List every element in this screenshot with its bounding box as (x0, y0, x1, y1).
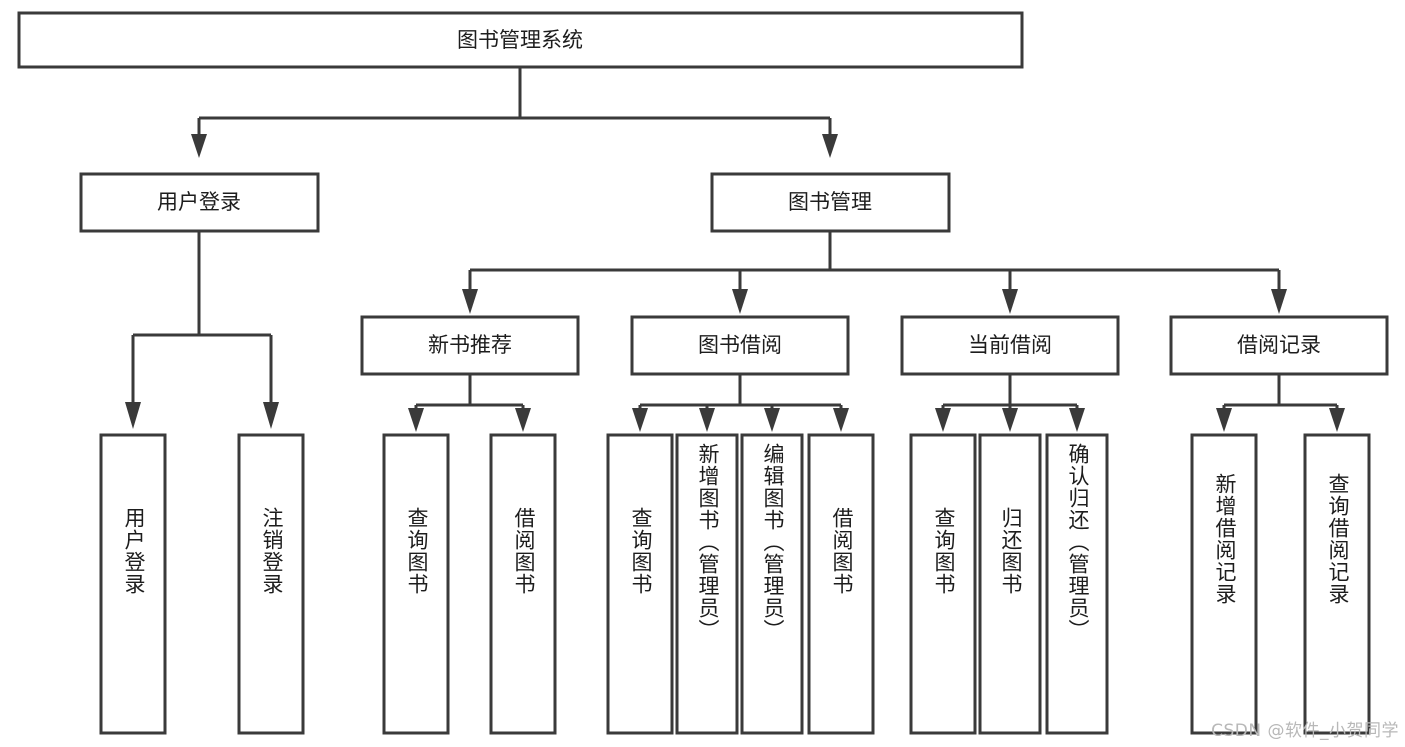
node-leaf-add-record-box[interactable] (1190, 433, 1258, 735)
arrowhead-current-l2 (1002, 408, 1018, 432)
node-book-management-label: 图书管理 (788, 190, 872, 214)
watermark-text: CSDN @软件_小贺同学 (1211, 721, 1399, 741)
node-borrow-record[interactable]: 借阅记录 (1169, 315, 1389, 376)
arrowhead-current-l3 (1069, 408, 1085, 432)
node-user-login-label: 用户登录 (157, 190, 241, 214)
node-leaf-borrow-book-bb-box[interactable] (807, 433, 875, 735)
node-new-book-recommend[interactable]: 新书推荐 (360, 315, 580, 376)
node-new-book-recommend-box[interactable] (360, 315, 580, 376)
connector-group-bookmgmt (462, 231, 1287, 314)
node-leaf-query-book-cb-box[interactable] (909, 433, 977, 735)
node-leaf-query-book-nb-box[interactable] (382, 433, 450, 735)
arrowhead-record-l2 (1329, 408, 1345, 432)
node-book-management-box[interactable] (710, 172, 951, 233)
node-leaf-query-book-bb-box[interactable] (606, 433, 674, 735)
node-book-management[interactable]: 图书管理 (710, 172, 951, 233)
node-current-borrow[interactable]: 当前借阅 (900, 315, 1120, 376)
arrowhead-newbook-l1 (408, 408, 424, 432)
node-leaf-logout-box[interactable] (237, 433, 305, 735)
node-book-borrow-label: 图书借阅 (698, 333, 782, 357)
connector-group-record (1216, 374, 1345, 432)
arrowhead-borrow-l1 (632, 408, 648, 432)
arrowhead-record-l1 (1216, 408, 1232, 432)
node-leaf-query-record-box[interactable] (1303, 433, 1371, 735)
node-root-system-box[interactable] (17, 11, 1024, 69)
node-leaf-add-book-box[interactable] (675, 433, 739, 735)
arrowhead-borrow-l4 (833, 408, 849, 432)
node-leaf-confirm-return-box[interactable] (1045, 433, 1109, 735)
arrowhead-bookmgmt-newbook (462, 289, 478, 314)
arrowhead-bookmgmt-record (1271, 289, 1287, 314)
node-leaf-edit-book-box[interactable] (740, 433, 804, 735)
arrowhead-root-to-login (191, 134, 207, 158)
connector-group-login (125, 231, 279, 429)
connector-group-borrow (632, 374, 849, 432)
arrowhead-login-leaf2 (263, 402, 279, 429)
arrowhead-borrow-l2 (699, 408, 715, 432)
arrowhead-newbook-l2 (515, 408, 531, 432)
node-leaf-user-login-box[interactable] (99, 433, 167, 735)
arrowhead-current-l1 (935, 408, 951, 432)
node-root-system[interactable]: 图书管理系统 (17, 11, 1024, 69)
node-user-login-box[interactable] (79, 172, 320, 233)
node-leaf-borrow-book-nb-box[interactable] (489, 433, 557, 735)
node-book-borrow-box[interactable] (630, 315, 850, 376)
node-borrow-record-label: 借阅记录 (1237, 333, 1321, 357)
node-current-borrow-label: 当前借阅 (968, 333, 1052, 357)
connector-group-current (935, 374, 1085, 432)
arrowhead-bookmgmt-current (1002, 289, 1018, 314)
node-current-borrow-box[interactable] (900, 315, 1120, 376)
node-leaf-return-book-box[interactable] (978, 433, 1042, 735)
arrowhead-login-leaf1 (125, 402, 141, 429)
connector-group-newbook (408, 374, 531, 432)
arrowhead-root-to-bookmgmt (822, 134, 838, 158)
connector-group-root (191, 67, 838, 158)
node-book-borrow[interactable]: 图书借阅 (630, 315, 850, 376)
arrowhead-bookmgmt-borrow (732, 289, 748, 314)
node-user-login[interactable]: 用户登录 (79, 172, 320, 233)
node-root-system-label: 图书管理系统 (457, 28, 583, 52)
node-borrow-record-box[interactable] (1169, 315, 1389, 376)
arrowhead-borrow-l3 (764, 408, 780, 432)
node-new-book-recommend-label: 新书推荐 (428, 333, 512, 357)
